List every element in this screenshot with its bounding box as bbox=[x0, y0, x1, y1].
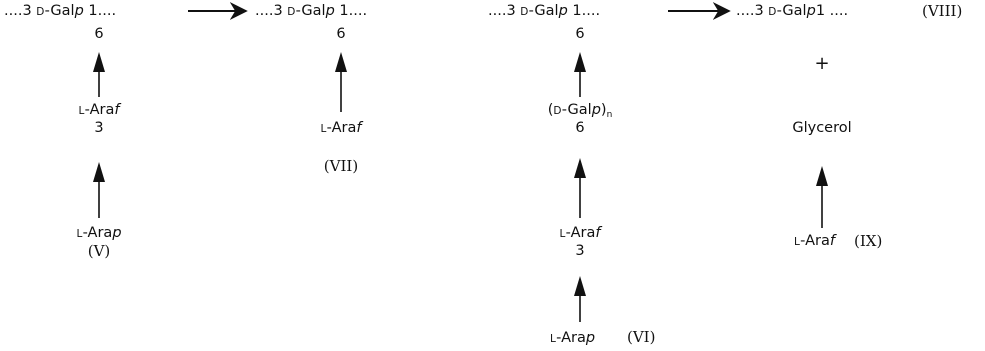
chain-vi-galactan-position: 6 bbox=[575, 120, 585, 136]
chain-vii-arabinofuranose: L-Araf bbox=[320, 120, 362, 136]
chain-ix-arabinofuranose: L-Araf bbox=[794, 233, 835, 249]
chain-v-backbone: ....3 D-Galp 1.... bbox=[4, 3, 117, 19]
bond-arrow-v-lower bbox=[93, 162, 105, 218]
bond-arrow-v-upper bbox=[93, 52, 105, 97]
compound-label-ix: (IX) bbox=[854, 232, 883, 250]
bond-arrow-vii bbox=[335, 52, 347, 112]
bond-arrow-vi-lower bbox=[574, 276, 586, 322]
chain-v-arabinopyranose: L-Arap bbox=[76, 225, 122, 241]
chain-v-arabinofuranose-position: 3 bbox=[94, 120, 104, 136]
plus-sign: + bbox=[814, 53, 830, 74]
chain-vii-branch-position: 6 bbox=[336, 26, 346, 42]
chain-vi-arabinopyranose: L-Arap bbox=[550, 330, 596, 346]
chain-viii-backbone: ....3 D-Galp1 .... bbox=[736, 3, 849, 19]
chain-v-branch-position: 6 bbox=[94, 26, 104, 42]
chain-vii-backbone: ....3 D-Galp 1.... bbox=[255, 3, 368, 19]
chain-vi-backbone: ....3 D-Galp 1.... bbox=[488, 3, 601, 19]
compound-label-vii: (VII) bbox=[323, 157, 359, 175]
bond-arrow-vi-upper bbox=[574, 52, 586, 97]
chain-vi-arabinofuranose: L-Araf bbox=[559, 225, 601, 241]
chain-vi-branch-position: 6 bbox=[575, 26, 585, 42]
bond-arrow-ix bbox=[816, 166, 828, 228]
chain-v-arabinofuranose: L-Araf bbox=[78, 102, 120, 118]
glycerol-label: Glycerol bbox=[792, 120, 852, 136]
chain-vi-galactan-repeat: (D-Galp)n bbox=[547, 102, 613, 120]
compound-label-vi: (VI) bbox=[627, 328, 656, 346]
compound-label-v: (V) bbox=[87, 242, 111, 260]
bond-arrow-vi-middle bbox=[574, 158, 586, 218]
chain-vi-arabinofuranose-position: 3 bbox=[575, 243, 585, 259]
compound-label-viii: (VIII) bbox=[922, 2, 963, 20]
